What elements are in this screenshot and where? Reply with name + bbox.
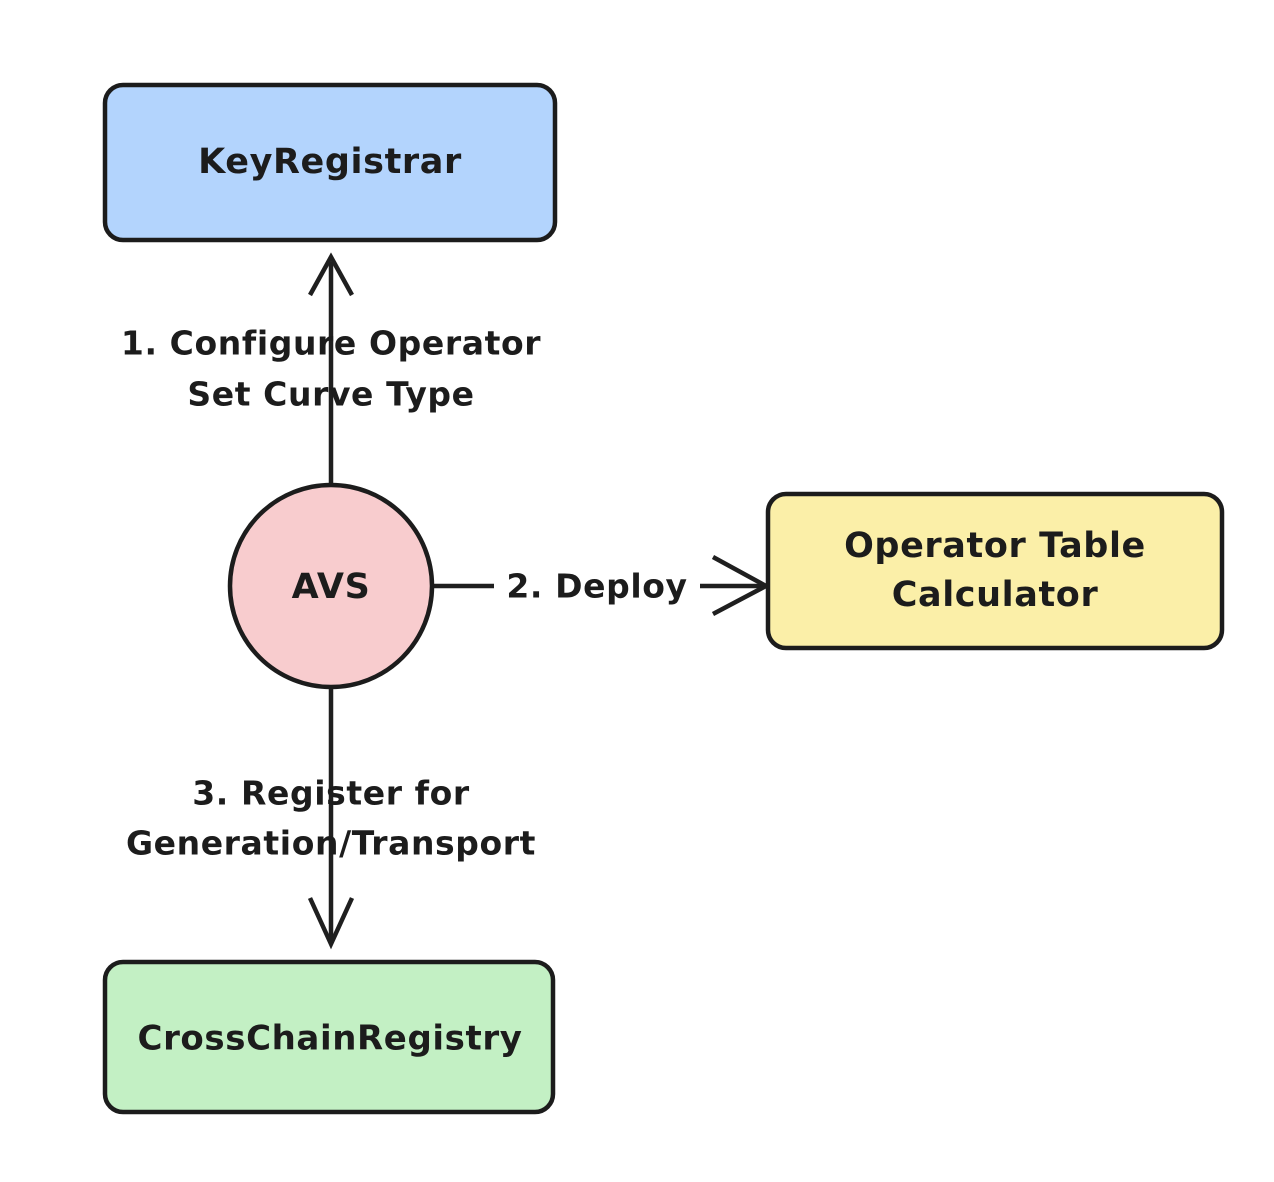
- edge-configure-label: 1. Configure Operator Set Curve Type: [121, 324, 541, 414]
- edge-register-for-generation-transport[interactable]: [307, 688, 355, 950]
- node-operator-table-calculator-label-line2: Calculator: [892, 575, 1099, 615]
- node-operator-table-calculator-label-line1: Operator Table: [844, 526, 1146, 566]
- edge-deploy-label: 2. Deploy: [506, 567, 687, 606]
- edge-register-label-line1: 3. Register for: [192, 774, 470, 813]
- edge-configure-operator-set-curve-type[interactable]: [308, 252, 354, 485]
- edge-register-label-line2: Generation/Transport: [126, 824, 536, 863]
- edge-register-arrowhead-icon: [307, 897, 355, 950]
- edge-deploy-label-line1: 2. Deploy: [506, 567, 687, 606]
- node-cross-chain-registry-label: CrossChainRegistry: [138, 1019, 523, 1059]
- edge-configure-arrowhead-icon: [308, 252, 354, 297]
- edge-register-label: 3. Register for Generation/Transport: [126, 774, 536, 863]
- node-avs-label: AVS: [292, 567, 371, 607]
- node-key-registrar[interactable]: KeyRegistrar: [102, 82, 558, 243]
- node-avs[interactable]: AVS: [227, 482, 435, 690]
- node-operator-table-calculator-shape: [765, 491, 1225, 651]
- node-operator-table-calculator[interactable]: Operator Table Calculator: [765, 491, 1225, 651]
- node-avs-shape: [227, 482, 435, 690]
- edge-configure-label-line1: 1. Configure Operator: [121, 324, 541, 363]
- node-key-registrar-shape: [102, 82, 558, 243]
- edge-configure-label-line2: Set Curve Type: [187, 375, 474, 414]
- node-key-registrar-label: KeyRegistrar: [198, 142, 462, 182]
- node-cross-chain-registry-shape: [102, 959, 556, 1115]
- node-cross-chain-registry[interactable]: CrossChainRegistry: [102, 959, 556, 1115]
